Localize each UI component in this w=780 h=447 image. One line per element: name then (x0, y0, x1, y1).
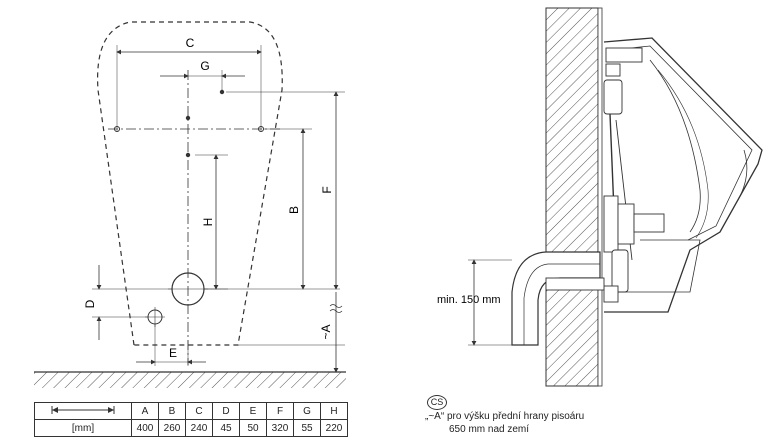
table-cell: 260 (158, 419, 186, 437)
table-header: G (293, 402, 321, 420)
note-line-2: 650 mm nad zemí (449, 424, 530, 435)
inlet-point-mid (185, 152, 191, 158)
table-header: E (239, 402, 267, 420)
table-header: D (212, 402, 240, 420)
table-header: F (266, 402, 294, 420)
table-row: [mm] 400 260 240 45 50 320 55 220 (34, 419, 348, 437)
table-header: A (131, 402, 159, 420)
unit-label: [mm] (34, 419, 132, 437)
note-line-1: „~A“ pro výšku přední hrany pisoáru (425, 411, 585, 422)
dim-label-h: H (201, 218, 215, 227)
table-header-row: A B C D E F G H (34, 402, 348, 420)
table-cell: 45 (212, 419, 240, 437)
dim-label-f: F (320, 186, 334, 193)
table-header: H (320, 402, 348, 420)
side-view: min. 150 mm (437, 7, 763, 387)
wall-hatch (545, 7, 599, 387)
table-header: C (185, 402, 213, 420)
dim-label-c: C (186, 36, 195, 50)
front-view: C G H B F ~A D (34, 21, 346, 388)
table-cell: 400 (131, 419, 159, 437)
table-cell: 55 (293, 419, 321, 437)
floor-hatch (34, 372, 346, 388)
table-cell: 50 (239, 419, 267, 437)
table-header: B (158, 402, 186, 420)
dimension-table: A B C D E F G H [mm] 400 260 240 45 50 3… (34, 402, 348, 437)
urinal-outline-dashed (97, 21, 283, 346)
dimension-arrow-cell (34, 402, 132, 420)
mount-hole-center (185, 115, 191, 121)
dim-label-a: ~A (319, 324, 333, 339)
notes-block: CS „~A“ pro výšku přední hrany pisoáru 6… (425, 395, 584, 436)
dim-label-b: B (287, 206, 301, 214)
dim-label-d: D (83, 299, 97, 308)
min-150-label: min. 150 mm (437, 294, 501, 306)
dim-label-e: E (169, 346, 177, 360)
double-arrow-icon (51, 405, 115, 414)
table-cell: 320 (266, 419, 294, 437)
language-badge: CS (427, 395, 447, 410)
table-cell: 220 (320, 419, 348, 437)
table-cell: 240 (185, 419, 213, 437)
dim-label-g: G (200, 59, 209, 73)
